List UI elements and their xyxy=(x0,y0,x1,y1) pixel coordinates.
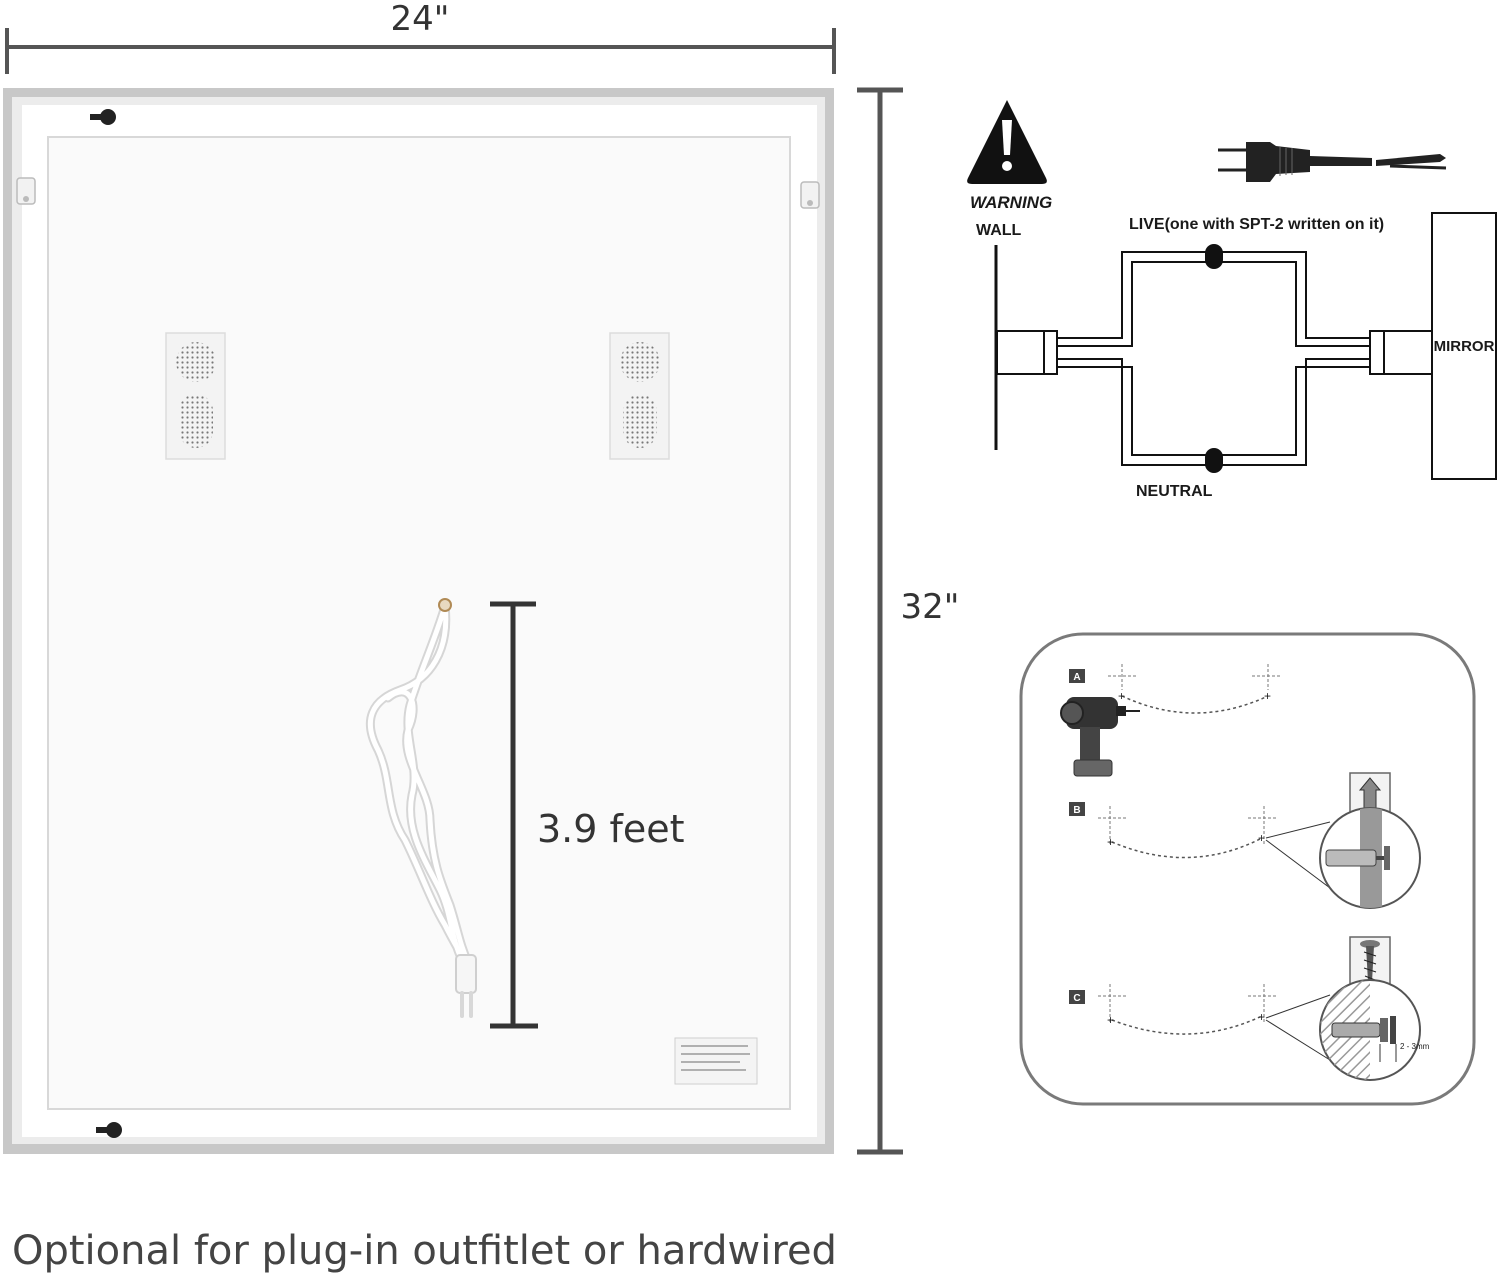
drill-icon xyxy=(1060,697,1140,777)
svg-text:+: + xyxy=(1118,689,1125,703)
cord-length-label: 3.9 feet xyxy=(537,807,685,851)
side-clip-icon xyxy=(16,177,36,205)
wire-connector-icon xyxy=(1205,244,1223,473)
keyhole-hanger-icon xyxy=(90,109,116,125)
wire-paths xyxy=(1057,251,1370,466)
step-c-label: C xyxy=(1073,993,1080,1004)
mirror-junction-box xyxy=(1369,330,1433,375)
height-label: 32" xyxy=(901,587,960,627)
width-label: 24" xyxy=(391,0,450,39)
wall-anchor-icon xyxy=(1319,772,1421,909)
gap-label: 2 - 3mm xyxy=(1400,1042,1430,1051)
warning-icon xyxy=(967,100,1047,184)
mirror-back xyxy=(3,88,834,1154)
live-label: LIVE(one with SPT-2 written on it) xyxy=(1129,216,1384,233)
cord-length-dimension: 3.9 feet xyxy=(490,601,685,1029)
height-dimension: 32" xyxy=(857,87,960,1155)
step-a: A + + xyxy=(1060,664,1282,777)
svg-text:+: + xyxy=(1107,1013,1114,1027)
width-dimension: 24" xyxy=(5,0,836,74)
step-b-label: B xyxy=(1073,805,1080,816)
step-a-label: A xyxy=(1073,672,1080,683)
step-b: B + + xyxy=(1069,772,1421,909)
caption: Optional for plug-in outfitlet or hardwi… xyxy=(12,1228,837,1274)
neutral-label: NEUTRAL xyxy=(1136,483,1213,500)
mirror-label: MIRROR xyxy=(1434,338,1495,355)
product-label-sticker xyxy=(674,1037,758,1085)
keyhole-hanger-icon xyxy=(96,1122,122,1138)
svg-text:+: + xyxy=(1258,831,1265,845)
installation-steps: A + + B xyxy=(1019,632,1476,1106)
svg-text:+: + xyxy=(1107,835,1114,849)
warning-label: WARNING xyxy=(970,193,1052,212)
mirror-block: MIRROR xyxy=(1431,212,1497,480)
wall-junction-box xyxy=(996,330,1058,375)
speaker-left-icon xyxy=(165,332,226,460)
step-c: C + + xyxy=(1069,936,1430,1081)
svg-text:+: + xyxy=(1258,1010,1265,1024)
speaker-right-icon xyxy=(609,332,670,460)
power-cord xyxy=(365,598,477,1018)
wall-label: WALL xyxy=(976,222,1022,239)
side-clip-icon xyxy=(800,181,820,209)
wiring-diagram: WARNING WALL LIVE(one with SPT-2 written… xyxy=(967,100,1497,500)
plug-icon xyxy=(1218,142,1447,182)
svg-text:+: + xyxy=(1264,689,1271,703)
